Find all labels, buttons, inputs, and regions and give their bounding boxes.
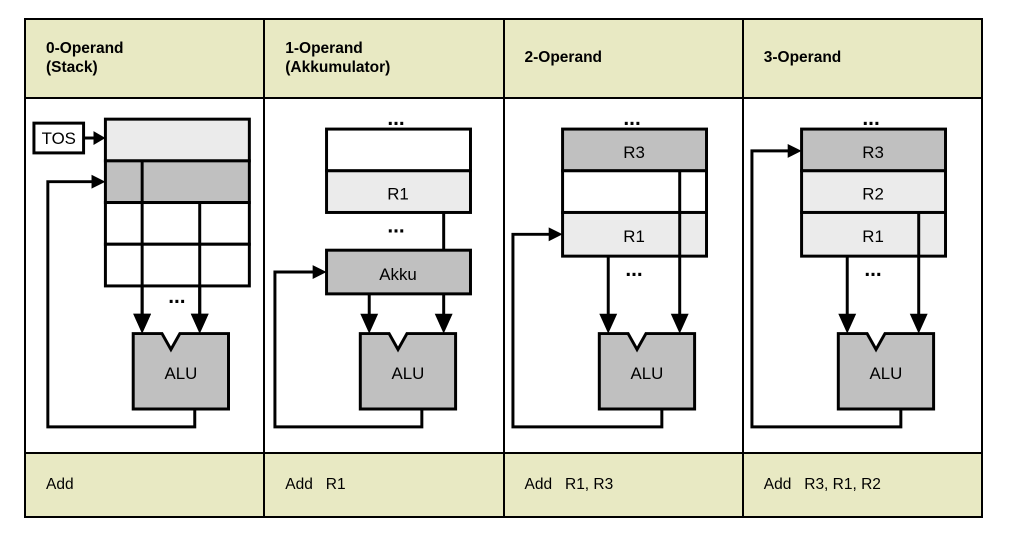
arrowhead-left (838, 313, 856, 334)
instruction-text: Add R1 (285, 476, 346, 493)
alu-feedback-arrowhead (787, 143, 802, 158)
header-title-line1: 3-Operand (763, 49, 842, 67)
stack-cell-1 (103, 159, 251, 205)
register-cell-r3 (799, 127, 947, 173)
header-cell-zero-operand: 0-Operand (Stack) (26, 20, 266, 97)
alu-label: ALU (630, 364, 663, 383)
instruction-text: Add R3, R1, R2 (763, 476, 881, 493)
instruction-text: Add (46, 476, 74, 493)
register-cell-r2-label: R2 (862, 185, 884, 204)
register-cell-0 (325, 127, 473, 173)
header-title-line2: (Akkumulator) (285, 58, 391, 76)
arrowhead-right (434, 313, 453, 334)
alu-feedback-arrowhead (91, 174, 106, 189)
instruction-cell-zero-operand: Add (26, 454, 266, 516)
register-cell-empty (560, 169, 708, 214)
register-cell-r3-label: R3 (623, 143, 645, 162)
register-bottom-ellipsis: ... (625, 258, 642, 281)
alu-feedback-path (273, 270, 424, 429)
stack-cell-2 (103, 201, 251, 246)
register-bottom-ellipsis: ... (864, 258, 881, 281)
alu-shape (597, 332, 696, 411)
alu-shape (836, 332, 935, 411)
stack-cell-3 (103, 242, 251, 288)
arrowhead-right (909, 313, 928, 334)
arrowhead-left-top (133, 313, 152, 334)
instruction-text: Add R1, R3 (524, 476, 614, 493)
alu-label: ALU (392, 364, 425, 383)
register-cell-r1 (560, 210, 708, 258)
stack-ellipsis: ... (168, 285, 185, 308)
register-cell-r3-label: R3 (862, 143, 884, 162)
register-cell-r1 (799, 210, 947, 258)
arrowhead-right (670, 313, 689, 334)
header-title-line2: (Stack) (46, 58, 98, 76)
alu-shape (359, 332, 458, 411)
alu-feedback-path (46, 180, 197, 429)
diagram-cell-two-operand: ... R3 R1 ... AL (505, 99, 744, 452)
diagram-cell-one-operand: ... R1 ... Akku (265, 99, 505, 452)
register-cell-1 (325, 169, 473, 214)
header-title-line1: 1-Operand (285, 39, 363, 57)
accumulator-machine-diagram: ... R1 ... Akku (273, 107, 473, 429)
three-operand-machine-diagram: ... R3 R2 R1 ... (750, 107, 947, 429)
alu-feedback-arrowhead (548, 227, 563, 242)
accumulator-box (325, 248, 473, 296)
alu-label: ALU (164, 364, 197, 383)
stack-cell-0 (103, 117, 251, 163)
register-cell-r1-label: R1 (623, 227, 645, 246)
alu-feedback-path (510, 232, 663, 429)
two-operand-machine-diagram: ... R3 R1 ... AL (510, 107, 708, 429)
alu-shape (131, 332, 230, 411)
alu-feedback-arrowhead (312, 265, 327, 279)
operand-comparison-table: 0-Operand (Stack) 1-Operand (Akkumulator… (24, 18, 983, 518)
alu-feedback-path (750, 149, 903, 429)
register-cell-r1-label: R1 (862, 227, 884, 246)
register-top-ellipsis: ... (388, 107, 405, 130)
header-title-line1: 0-Operand (46, 39, 124, 57)
arrowhead-left (360, 313, 379, 334)
tos-arrowhead (93, 131, 106, 145)
tos-pointer-box (32, 121, 86, 155)
register-top-ellipsis: ... (623, 107, 640, 130)
stack-machine-diagram: TOS ... ALU (32, 117, 251, 429)
arrowhead-right-top (190, 313, 209, 334)
stack-cells (103, 117, 251, 288)
header-cell-two-operand: 2-Operand (505, 20, 744, 97)
alu-label: ALU (869, 364, 902, 383)
header-cell-one-operand: 1-Operand (Akkumulator) (265, 20, 505, 97)
table-instruction-row: Add Add R1 Add R1, R3 Add R3, R1, R2 (26, 454, 981, 516)
header-title-line1: 2-Operand (524, 49, 603, 67)
instruction-cell-one-operand: Add R1 (265, 454, 505, 516)
diagram-cell-zero-operand: TOS ... ALU (26, 99, 266, 452)
diagram-cell-three-operand: ... R3 R2 R1 ... (744, 99, 981, 452)
arrowhead-left (598, 313, 617, 334)
instruction-cell-three-operand: Add R3, R1, R2 (744, 454, 981, 516)
table-diagram-row: TOS ... ALU ... R1 (26, 99, 981, 454)
table-header-row: 0-Operand (Stack) 1-Operand (Akkumulator… (26, 20, 981, 99)
operand-datapath-overlay (140, 160, 202, 316)
instruction-cell-two-operand: Add R1, R3 (505, 454, 744, 516)
register-cell-1-label: R1 (387, 185, 409, 204)
register-top-ellipsis: ... (862, 107, 879, 130)
register-bottom-ellipsis: ... (388, 214, 405, 237)
tos-pointer-label: TOS (42, 129, 76, 148)
accumulator-label: Akku (380, 265, 417, 284)
header-cell-three-operand: 3-Operand (744, 20, 981, 97)
